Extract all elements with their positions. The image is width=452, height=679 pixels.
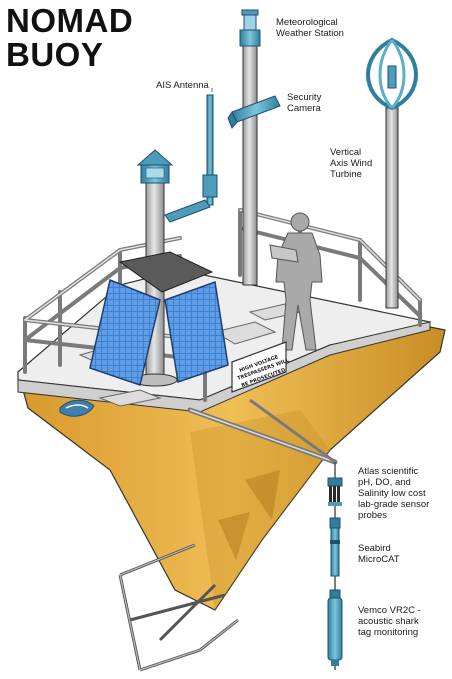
title-line-1: NOMAD bbox=[6, 2, 134, 39]
label-ais-antenna: AIS Antenna bbox=[156, 80, 209, 91]
met-station-pole bbox=[239, 9, 261, 286]
ais-antenna-icon bbox=[164, 94, 218, 223]
buoy-logo-icon bbox=[59, 399, 95, 417]
label-wind-turbine: Vertical Axis Wind Turbine bbox=[330, 147, 373, 180]
sensor-string bbox=[327, 462, 343, 670]
sensor-boom bbox=[187, 398, 338, 465]
atlas-probes-icon bbox=[327, 477, 343, 506]
person-silhouette bbox=[269, 212, 323, 351]
vemco-receiver-icon bbox=[327, 589, 343, 666]
diagram-title: NOMAD BUOY bbox=[6, 4, 133, 72]
security-camera-icon bbox=[227, 95, 281, 129]
seabird-microcat-icon bbox=[329, 517, 341, 577]
navigation-light-icon bbox=[136, 149, 174, 184]
label-security-camera: Security Camera bbox=[287, 92, 322, 114]
wind-turbine bbox=[366, 37, 418, 309]
title-line-2: BUOY bbox=[6, 36, 104, 73]
label-met-station: Meteorological Weather Station bbox=[276, 17, 344, 39]
label-seabird: Seabird MicroCAT bbox=[358, 543, 400, 565]
label-vemco: Vemco VR2C - acoustic shark tag monitori… bbox=[358, 605, 421, 638]
solar-panels bbox=[89, 251, 229, 386]
label-atlas-probes: Atlas scientific pH, DO, and Salinity lo… bbox=[358, 466, 430, 521]
